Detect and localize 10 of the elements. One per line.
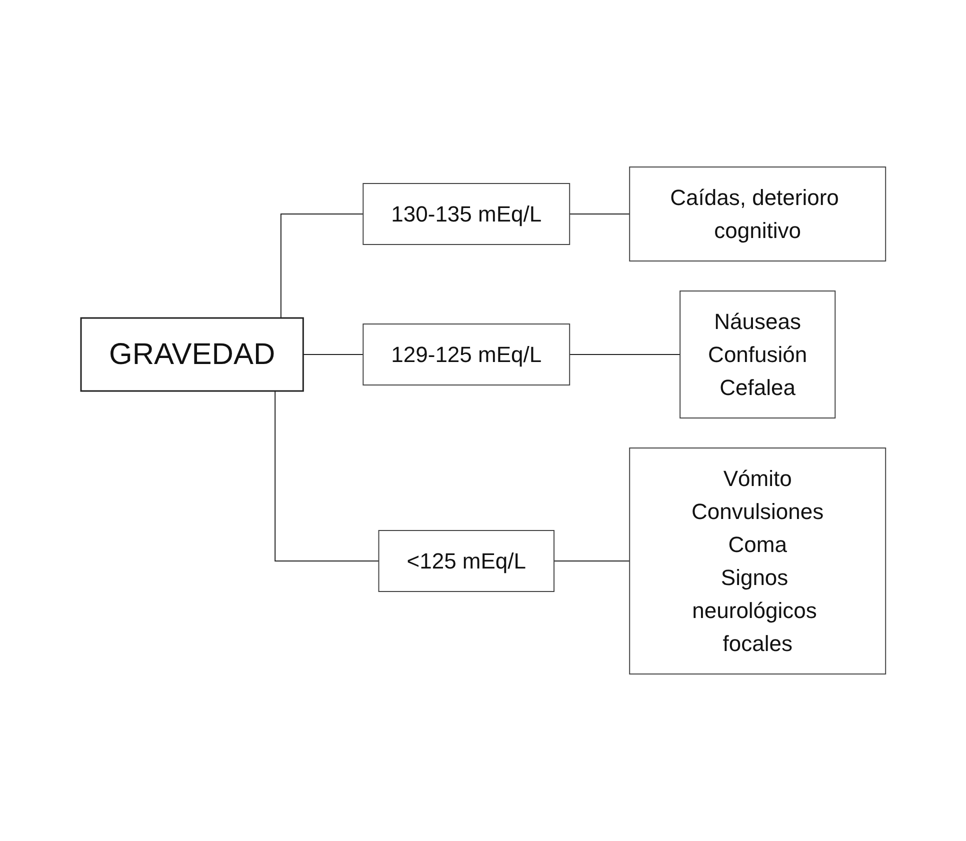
connector [568,354,680,355]
connector [302,354,364,355]
node-box: Caídas, deterioro cognitivo [628,166,886,262]
node-box: 129-125 mEq/L [362,324,570,386]
node-box: <125 mEq/L [378,530,554,592]
node-box: 130-135 mEq/L [362,183,570,245]
node-box: Náuseas Confusión Cefalea [679,290,836,418]
connector [553,560,630,562]
node-box: GRAVEDAD [80,317,304,392]
node-box: Vómito Convulsiones Coma Signos neurológicos focales [628,448,886,674]
